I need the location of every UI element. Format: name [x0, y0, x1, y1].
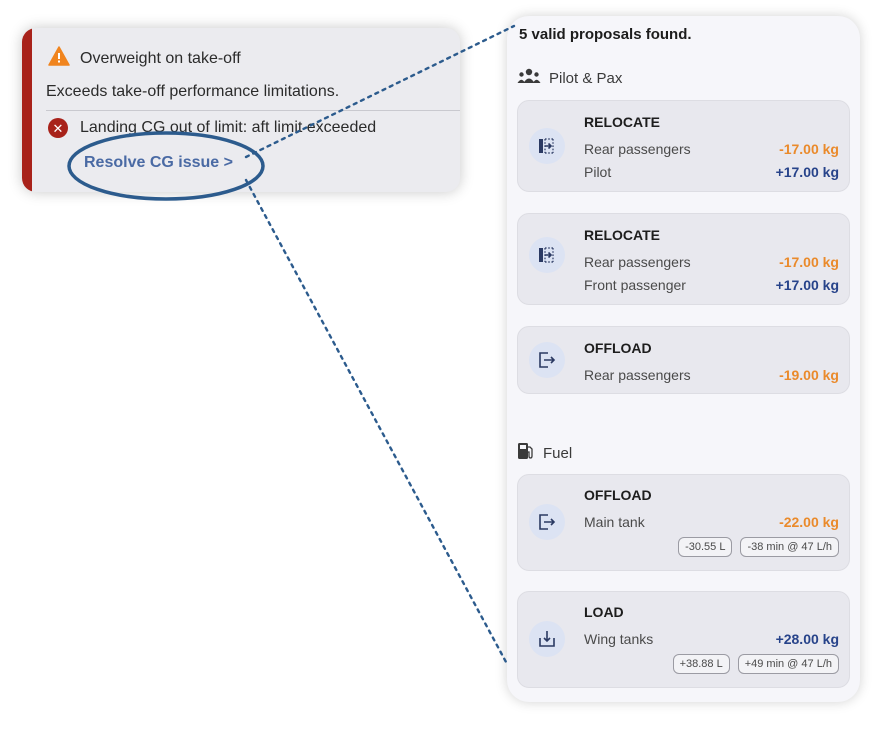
- proposal-card-offload-main-tank[interactable]: OFFLOAD Main tank -22.00 kg -30.55 L -38…: [517, 474, 850, 571]
- relocate-icon: [529, 128, 565, 164]
- proposals-summary: 5 valid proposals found.: [519, 26, 692, 43]
- offload-icon: [529, 504, 565, 540]
- alert-panel: Overweight on take-off Exceeds take-off …: [22, 28, 460, 192]
- severity-stripe: [22, 28, 32, 192]
- error-row: ✕ Landing CG out of limit: aft limit exc…: [48, 118, 376, 138]
- volume-chip: -30.55 L: [678, 537, 733, 557]
- section-label: Fuel: [543, 444, 573, 462]
- section-label: Pilot & Pax: [549, 69, 623, 87]
- card-title: LOAD: [584, 604, 624, 620]
- error-text: Landing CG out of limit: aft limit excee…: [80, 119, 377, 136]
- card-title: RELOCATE: [584, 227, 660, 243]
- people-icon: [517, 68, 541, 88]
- line-label: Rear passengers: [584, 141, 691, 157]
- divider: [46, 110, 460, 111]
- relocate-icon: [529, 237, 565, 273]
- section-fuel: Fuel: [517, 442, 572, 464]
- fuel-chips: +38.88 L +49 min @ 47 L/h: [672, 654, 839, 674]
- proposal-card-relocate-front[interactable]: RELOCATE Rear passengers -17.00 kg Front…: [517, 213, 850, 305]
- line-value: +28.00 kg: [775, 631, 839, 647]
- line-label: Pilot: [584, 164, 612, 180]
- line-value: -19.00 kg: [779, 367, 839, 383]
- error-x-icon: ✕: [48, 118, 68, 138]
- line-value: +17.00 kg: [775, 164, 839, 180]
- line-value: -17.00 kg: [779, 254, 839, 270]
- warning-triangle-icon: [48, 46, 70, 71]
- line-value: -17.00 kg: [779, 141, 839, 157]
- load-icon: [529, 621, 565, 657]
- line-value: -22.00 kg: [779, 514, 839, 530]
- proposal-card-load-wing-tanks[interactable]: LOAD Wing tanks +28.00 kg +38.88 L +49 m…: [517, 591, 850, 688]
- line-value: +17.00 kg: [775, 277, 839, 293]
- proposal-card-offload-pax[interactable]: OFFLOAD Rear passengers -19.00 kg: [517, 326, 850, 394]
- connector-line-bottom: [244, 178, 508, 664]
- line-label: Front passenger: [584, 277, 686, 293]
- resolve-cg-link[interactable]: Resolve CG issue >: [84, 154, 233, 171]
- volume-chip: +38.88 L: [672, 654, 730, 674]
- fuel-pump-icon: [517, 442, 535, 464]
- warning-row: Overweight on take-off: [48, 46, 241, 71]
- warning-detail: Exceeds take-off performance limitations…: [46, 83, 340, 100]
- line-label: Rear passengers: [584, 367, 691, 383]
- endurance-chip: -38 min @ 47 L/h: [740, 537, 839, 557]
- line-label: Wing tanks: [584, 631, 654, 647]
- fuel-chips: -30.55 L -38 min @ 47 L/h: [678, 537, 839, 557]
- card-title: RELOCATE: [584, 114, 660, 130]
- proposal-card-relocate-pilot[interactable]: RELOCATE Rear passengers -17.00 kg Pilot…: [517, 100, 850, 192]
- card-title: OFFLOAD: [584, 487, 652, 503]
- line-label: Main tank: [584, 514, 645, 530]
- endurance-chip: +49 min @ 47 L/h: [737, 654, 839, 674]
- warning-text: Overweight on take-off: [80, 49, 241, 67]
- line-label: Rear passengers: [584, 254, 691, 270]
- offload-icon: [529, 342, 565, 378]
- card-title: OFFLOAD: [584, 340, 652, 356]
- proposals-panel: 5 valid proposals found. Pilot & Pax: [507, 16, 860, 702]
- section-pilot-pax: Pilot & Pax: [517, 68, 622, 88]
